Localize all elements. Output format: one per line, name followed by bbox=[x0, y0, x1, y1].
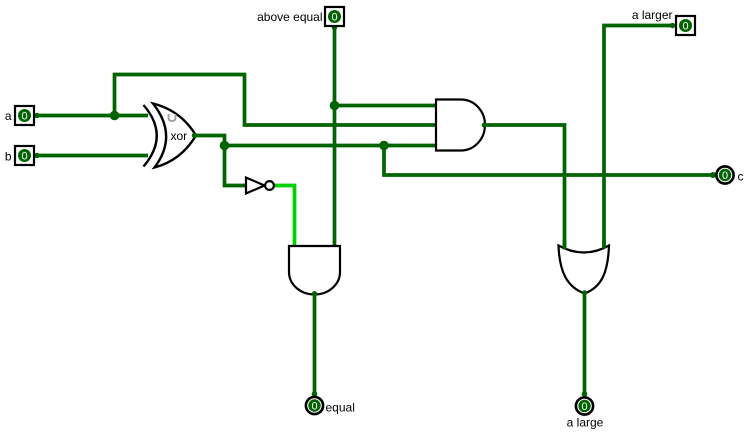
svg-text:a large: a large bbox=[567, 416, 604, 430]
svg-text:above equal: above equal bbox=[257, 10, 322, 24]
svg-text:0: 0 bbox=[21, 151, 27, 163]
svg-text:0: 0 bbox=[682, 21, 688, 33]
svg-text:b: b bbox=[5, 150, 12, 164]
svg-text:0: 0 bbox=[581, 401, 587, 413]
svg-text:c: c bbox=[738, 170, 744, 184]
svg-text:0: 0 bbox=[311, 401, 317, 413]
svg-text:equal: equal bbox=[326, 401, 355, 415]
svg-text:xor: xor bbox=[171, 129, 188, 143]
svg-text:0: 0 bbox=[331, 12, 337, 24]
svg-text:a: a bbox=[5, 109, 12, 123]
svg-text:a larger: a larger bbox=[632, 8, 673, 22]
svg-text:0: 0 bbox=[21, 111, 27, 123]
svg-text:0: 0 bbox=[722, 170, 728, 182]
